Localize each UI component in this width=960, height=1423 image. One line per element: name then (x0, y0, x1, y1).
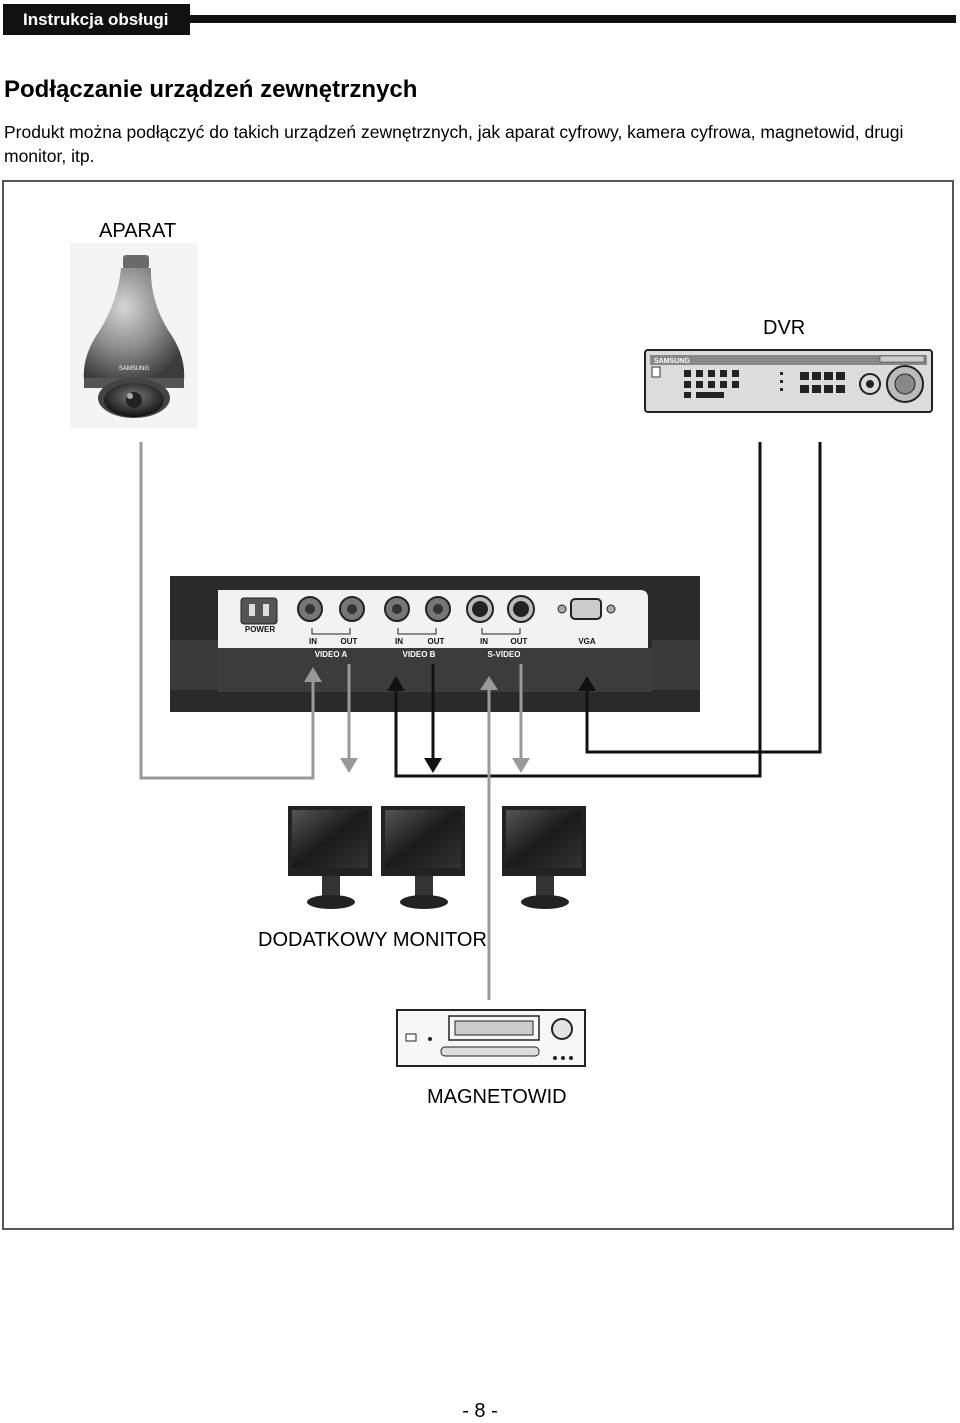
dvr-brand: SAMSUNG (654, 358, 690, 365)
arrow-video-a-out (340, 758, 358, 773)
intro-paragraph: Produkt można podłączyć do takich urządz… (4, 122, 904, 166)
monitor-label: DODATKOWY MONITOR (258, 929, 487, 951)
arrow-video-b-out (424, 758, 442, 773)
dvr-illustration: SAMSUNG (644, 349, 933, 413)
monitor-2 (381, 806, 465, 909)
panel-video-a-label: VIDEO A (315, 650, 348, 659)
vcr-illustration (396, 1009, 586, 1067)
arrow-vga-in (578, 676, 596, 691)
vcr-label: MAGNETOWID (427, 1086, 567, 1108)
diagram-frame (2, 180, 954, 1230)
arrow-svideo-out (512, 758, 530, 773)
arrow-video-a-in (304, 667, 322, 682)
camera-illustration: SAMSUNG (70, 243, 198, 428)
dvr-label: DVR (763, 317, 806, 339)
panel-video-b-in: IN (395, 637, 403, 646)
panel-video-a-out: OUT (341, 637, 358, 646)
panel-svideo-in: IN (480, 637, 488, 646)
panel-vga-label: VGA (578, 637, 596, 646)
cable-camera (139, 442, 315, 780)
panel-svideo-out: OUT (511, 637, 528, 646)
panel-video-b-label: VIDEO B (403, 650, 436, 659)
page-title: Podłączanie urządzeń zewnętrznych (4, 76, 418, 103)
camera-brand: SAMSUNG (119, 366, 150, 372)
page-number: - 8 - (462, 1400, 498, 1422)
panel-power-label: POWER (245, 625, 275, 634)
header-rule (190, 15, 956, 23)
header-tab: Instrukcja obsługi (3, 4, 190, 35)
panel-svideo-label: S-VIDEO (488, 650, 521, 659)
cable-dvr-video-b (394, 442, 762, 778)
monitor-3 (502, 806, 586, 909)
arrow-svideo-in (480, 676, 498, 690)
monitor-1 (288, 806, 372, 909)
cable-dvr-vga (585, 442, 822, 754)
panel-video-a-in: IN (309, 637, 317, 646)
camera-label: APARAT (99, 220, 177, 242)
arrow-video-b-in (387, 676, 405, 691)
panel-video-b-out: OUT (428, 637, 445, 646)
connection-panel: POWER IN OUT IN OUT IN OUT VGA VIDEO A V… (170, 576, 700, 712)
